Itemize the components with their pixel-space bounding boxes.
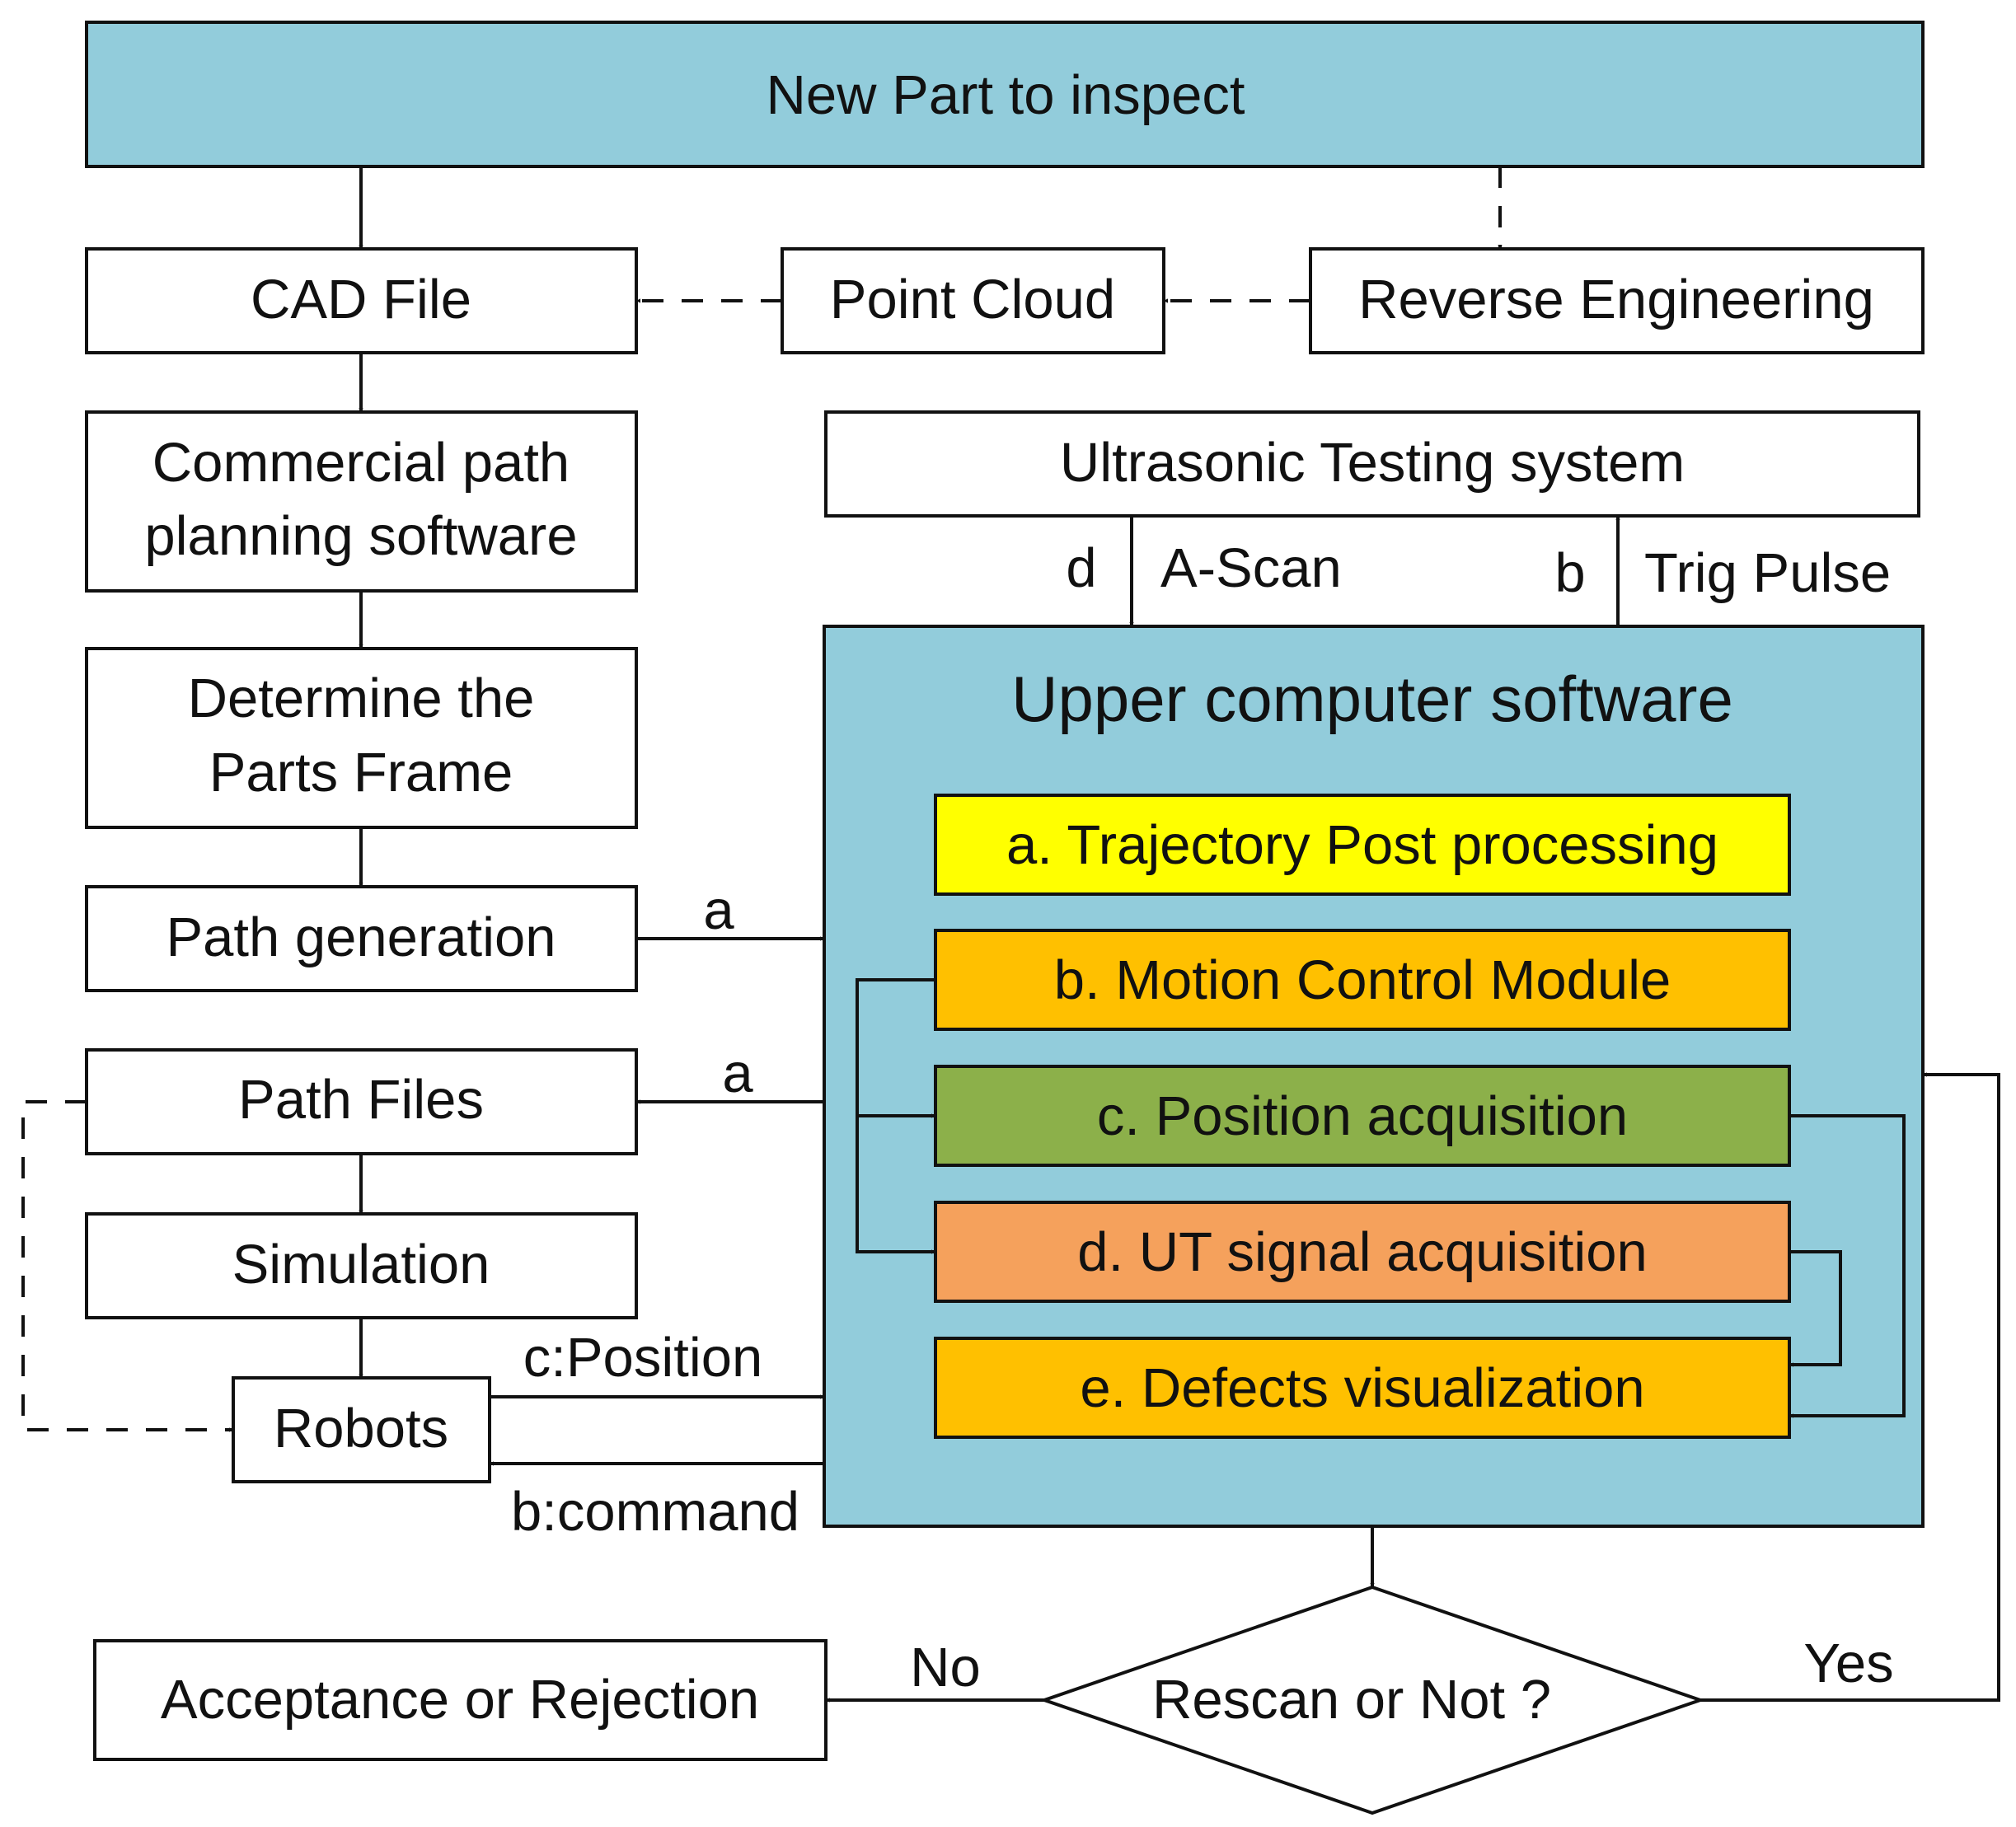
module-a-label: a. Trajectory Post processing (1006, 814, 1718, 876)
parts-frame-label-line2: Parts Frame (209, 742, 513, 803)
reverse-engineering-label: Reverse Engineering (1358, 269, 1874, 330)
acceptance-label: Acceptance or Rejection (161, 1669, 759, 1731)
module-d-label: d. UT signal acquisition (1077, 1221, 1647, 1283)
module-e-label: e. Defects visualization (1080, 1357, 1644, 1419)
new-part-label: New Part to inspect (767, 64, 1245, 126)
edge-label-no: No (910, 1637, 981, 1698)
new-part-box (85, 21, 1925, 168)
ut-system-label: Ultrasonic Testing system (1060, 432, 1685, 494)
point-cloud-label: Point Cloud (830, 269, 1115, 330)
edge-label-ascan: A-Scan (1160, 537, 1342, 599)
ut-system-box (824, 410, 1920, 518)
module-b-label: b. Motion Control Module (1054, 949, 1671, 1011)
module-c-label: c. Position acquisition (1097, 1085, 1628, 1147)
robots-label: Robots (274, 1398, 448, 1459)
arrow-motion-to-ut-signal (856, 1116, 936, 1254)
arrow-motion-to-position (856, 978, 936, 1118)
arrow-decision-yes (1700, 1072, 2000, 1702)
edge-label-c-position: c:Position (523, 1327, 762, 1389)
edge-label-d: d (1066, 537, 1096, 599)
path-planning-box (85, 410, 638, 593)
upper-software-title: Upper computer software (1011, 663, 1733, 735)
path-generation-label: Path generation (166, 906, 556, 968)
module-a-box (934, 794, 1791, 896)
simulation-label: Simulation (232, 1234, 490, 1295)
point-cloud-box (781, 247, 1165, 354)
path-generation-box (85, 885, 638, 992)
parts-frame-label-line1: Determine the (188, 668, 535, 729)
module-e-box (934, 1337, 1791, 1439)
path-planning-label-line2: planning software (144, 505, 577, 567)
path-files-label: Path Files (238, 1069, 484, 1131)
cad-file-box (85, 247, 638, 354)
edge-label-b-command: b:command (511, 1481, 799, 1543)
robots-box (232, 1376, 491, 1483)
reverse-engineering-box (1309, 247, 1925, 354)
arrow-position-to-defects (1789, 1114, 1906, 1418)
edge-label-yes: Yes (1803, 1633, 1893, 1694)
edge-label-b: b (1554, 542, 1585, 604)
rescan-decision-label: Rescan or Not ? (1152, 1669, 1551, 1731)
edge-label-trig-pulse: Trig Pulse (1644, 542, 1891, 604)
edge-label-a-pathfiles: a (722, 1042, 753, 1104)
cad-file-label: CAD File (251, 269, 471, 330)
arrow-ut-signal-to-defects (1789, 1250, 1842, 1367)
edge-label-a-pathgen: a (703, 879, 734, 941)
path-planning-label-line1: Commercial path (152, 432, 570, 494)
parts-frame-box (85, 647, 638, 829)
rescan-decision-diamond (1038, 1585, 1706, 1815)
acceptance-box (93, 1639, 827, 1761)
module-b-box (934, 929, 1791, 1031)
